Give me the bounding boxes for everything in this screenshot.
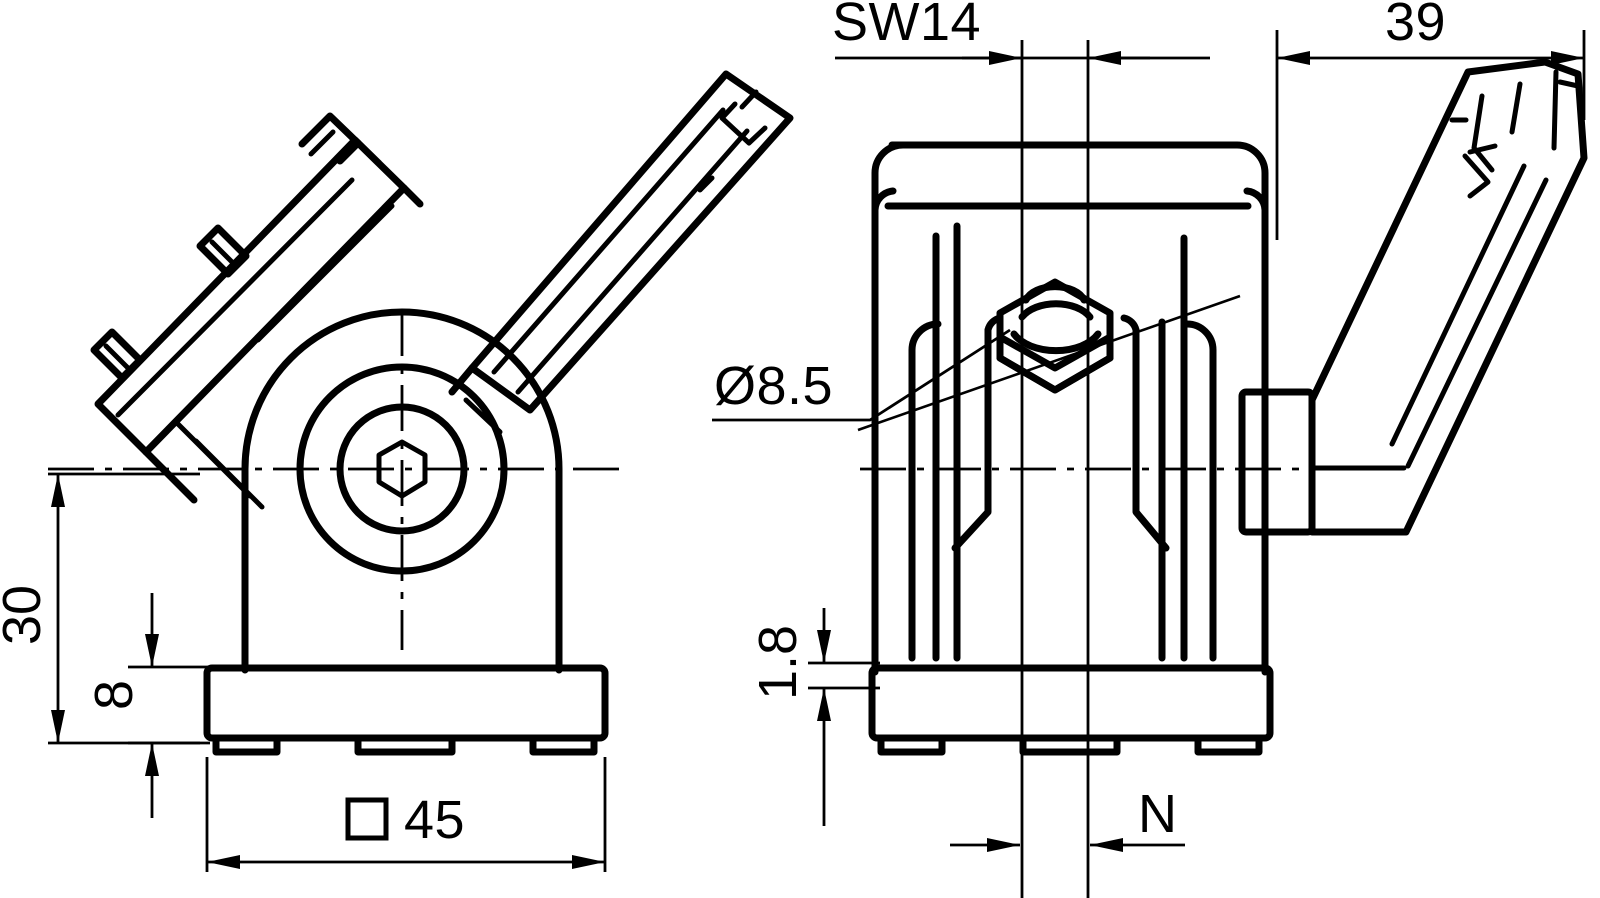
dimension-30-label: 30 <box>0 585 52 645</box>
front-view-centerlines <box>860 40 1320 898</box>
dimension-39: 39 <box>1275 0 1586 240</box>
front-view-hex-nut <box>996 278 1114 394</box>
front-view-internal-ribs <box>857 222 1241 662</box>
dimension-sw14: SW14 <box>832 0 1210 65</box>
dimension-30: 30 <box>0 472 200 745</box>
side-view-base-plate <box>203 664 609 756</box>
callout-diameter-8-5: Ø8.5 <box>712 328 1011 422</box>
callout-diameter-8-5-label: Ø8.5 <box>714 356 833 416</box>
side-view-left-arm <box>90 112 424 510</box>
side-view-hub <box>241 308 563 674</box>
dimension-sw14-label: SW14 <box>832 0 981 52</box>
front-view-base-plate <box>868 664 1274 756</box>
front-view-pivot-stub <box>1238 388 1316 536</box>
dimension-square-45: 45 <box>205 757 607 872</box>
side-view-centerlines <box>48 310 620 650</box>
dimension-45-label: 45 <box>404 790 465 850</box>
front-view-group: SW14 39 Ø8.5 1.8 N <box>712 0 1588 898</box>
square-symbol-icon <box>345 797 389 841</box>
front-view-lever-arm <box>1308 58 1588 536</box>
dimension-n: N <box>950 784 1185 852</box>
dimension-1-8: 1.8 <box>748 608 880 826</box>
side-view-right-arm <box>448 70 794 435</box>
side-view-group: 30 8 45 <box>0 70 794 872</box>
dimension-1-8-label: 1.8 <box>748 625 808 700</box>
dimension-8: 8 <box>84 593 210 818</box>
dimension-39-label: 39 <box>1385 0 1446 52</box>
dimension-n-label: N <box>1138 784 1178 844</box>
front-view-body <box>871 141 1269 676</box>
dimension-8-label: 8 <box>84 680 144 710</box>
